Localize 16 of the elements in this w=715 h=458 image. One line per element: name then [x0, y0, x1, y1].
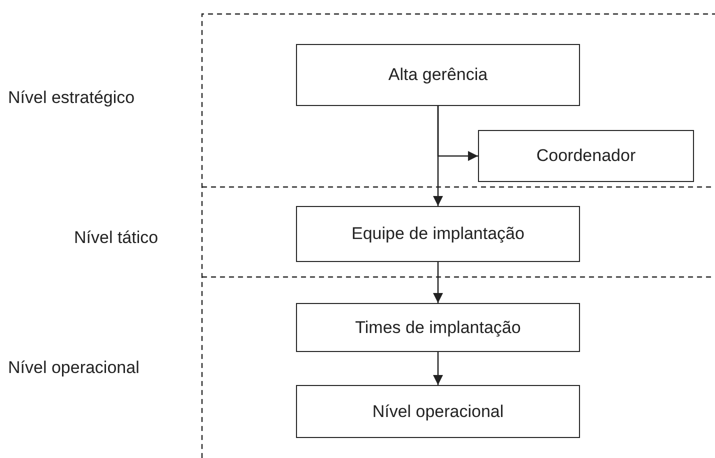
level-label: Nível estratégico [8, 88, 135, 108]
box-label: Times de implantação [355, 318, 521, 338]
arrow [437, 106, 478, 161]
box-label: Coordenador [536, 146, 636, 166]
box-label: Equipe de implantação [352, 224, 524, 244]
process-box [296, 303, 580, 352]
process-box [296, 44, 580, 106]
level-label: Nível tático [74, 228, 158, 248]
arrow [433, 262, 443, 303]
process-box [296, 206, 580, 262]
process-box [296, 385, 580, 438]
arrow [433, 352, 443, 385]
process-box [478, 130, 694, 182]
box-label: Alta gerência [388, 65, 488, 85]
box-label: Nível operacional [372, 402, 504, 422]
level-label: Nível operacional [8, 358, 140, 378]
